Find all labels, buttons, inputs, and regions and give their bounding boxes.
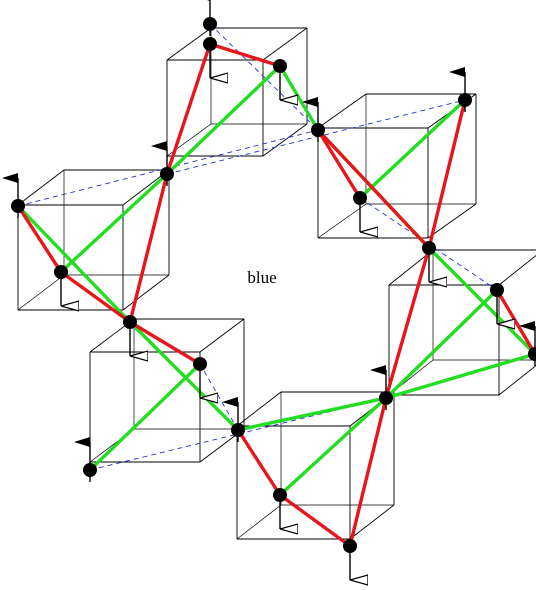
atom-icon [273,488,287,502]
cube-1-edge [166,27,212,61]
atom-icon [203,17,217,31]
red-bond [236,429,282,496]
cube-3-edge [17,169,65,206]
atom-icon [490,283,504,297]
green-bond [278,65,320,131]
green-bond [165,64,282,176]
red-bond [316,128,431,250]
atom-icon [422,241,436,255]
atom-icon [203,37,217,51]
atom-icon [83,463,97,477]
atom-icon [273,59,287,73]
blue-dashed-bonds [17,23,536,471]
red-bond [427,99,467,249]
atom-icon [343,539,357,553]
green-bonds [16,64,536,497]
atom-icon [231,423,245,437]
red-bond [16,205,63,273]
atom-icon [54,265,68,279]
green-bond [385,352,536,400]
green-bond [88,362,202,472]
red-bond [348,397,388,547]
green-bond [59,172,169,274]
cube-1-edge [262,27,308,61]
red-bond [129,320,201,366]
cube-6-edge [236,504,282,540]
center-label: blue [247,268,277,287]
green-bond [237,396,387,432]
cube-3-edge [122,274,170,311]
cube-3-edge [17,274,65,311]
green-bond [384,288,499,400]
red-bond [278,493,352,548]
red-bonds [16,42,536,548]
cube-2-edge [317,203,367,239]
atom-icon [379,391,393,405]
green-bond [278,396,388,497]
atom-icon [11,199,25,213]
red-bond [495,289,536,355]
atom-icon [193,357,207,371]
green-bond [427,246,536,356]
green-bond [128,320,240,432]
cube-5-edge [199,318,245,353]
green-bond [16,204,132,324]
atoms [11,17,536,553]
red-bond [384,247,431,399]
atom-icon [458,93,472,107]
red-bond [316,129,362,199]
cube-1-edge [262,123,308,157]
atom-icon [528,347,536,361]
cube-6-edge [349,504,395,540]
cube-2-edge [317,93,367,129]
cube-4-edge [498,364,536,396]
green-bond [358,98,467,200]
red-bond [128,173,169,323]
blue-dashed-bond [199,363,239,431]
cube-2-edge [427,203,477,239]
red-bond [60,270,131,324]
red-bond [165,43,212,175]
red-bond [209,42,281,68]
atom-icon [311,123,325,137]
atom-icon [160,167,174,181]
atom-icon [353,191,367,205]
cube-4-edge [498,254,536,286]
atom-icon [123,315,137,329]
blue-dashed-bond [209,23,319,131]
blue-dashed-bond [166,99,466,175]
cube-6-edge [236,391,282,427]
